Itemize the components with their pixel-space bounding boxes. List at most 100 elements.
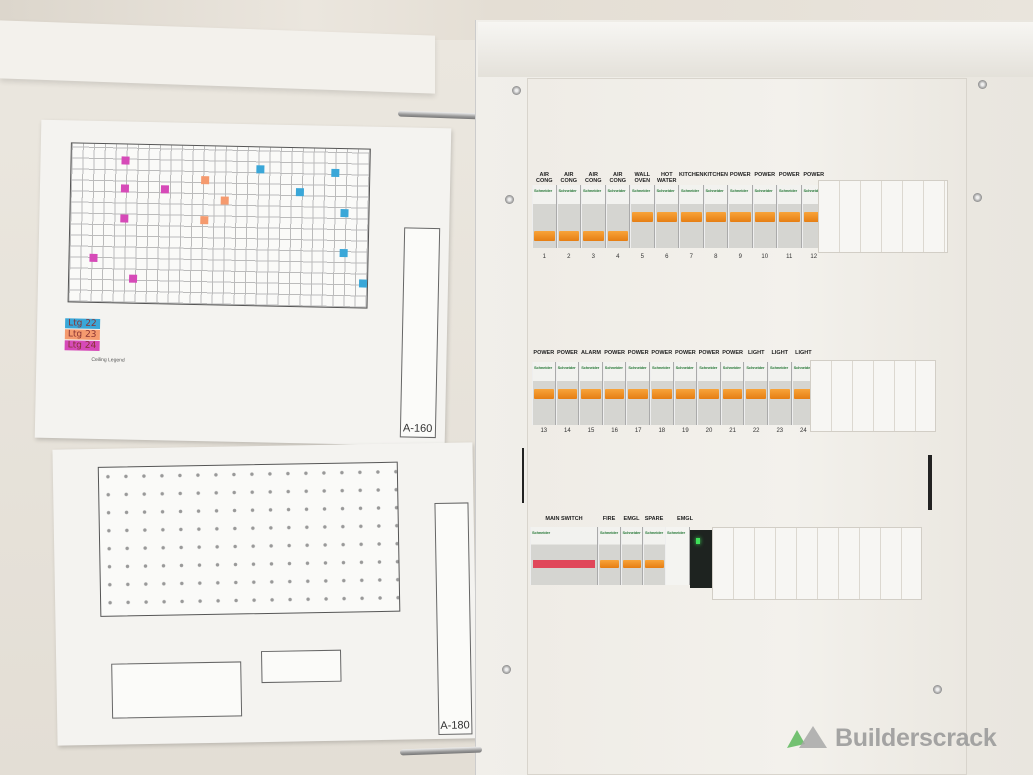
breaker-toggle[interactable] xyxy=(705,212,726,223)
breaker-toggle[interactable] xyxy=(632,212,653,223)
circuit-breaker[interactable]: Schneider xyxy=(605,185,630,248)
circuit-label: POWER xyxy=(729,172,751,178)
circuit-label: POWER xyxy=(722,350,743,356)
circuit-number: 19 xyxy=(682,428,689,434)
circuit-breaker[interactable]: Schneider xyxy=(626,362,650,425)
circuit-breaker[interactable]: Schneider xyxy=(650,362,674,425)
circuit-breaker[interactable]: Schneider xyxy=(630,185,655,248)
circuit-label: AIR CONG xyxy=(609,172,627,184)
main-switch-toggle[interactable] xyxy=(533,560,595,568)
breaker-toggle[interactable] xyxy=(628,389,648,400)
circuit-number: 21 xyxy=(729,428,736,434)
handwritten-note: Ltg 23 xyxy=(64,329,100,341)
circuit-breaker[interactable]: Schneider xyxy=(579,362,603,425)
circuit-breaker[interactable]: Schneider xyxy=(703,185,728,248)
circuit-breaker[interactable]: Schneider xyxy=(581,185,606,248)
brand-logo: Schneider xyxy=(675,365,694,370)
circuit-breaker[interactable]: Schneider xyxy=(744,362,768,425)
floor-plan xyxy=(97,461,401,617)
lighting-plan-sheet: A-180 xyxy=(52,442,478,746)
breaker-toggle[interactable] xyxy=(534,389,554,400)
cover-slot xyxy=(928,455,932,510)
circuit-label: POWER xyxy=(651,350,673,356)
circuit-number: 8 xyxy=(714,254,718,260)
circuit-label: LIGHT xyxy=(747,350,765,356)
brand-logo: Schneider xyxy=(534,365,552,370)
breaker-toggle[interactable] xyxy=(622,560,641,568)
breaker-toggle[interactable] xyxy=(600,560,619,568)
brand-logo: Schneider xyxy=(754,188,773,193)
brand-logo: Schneider xyxy=(583,188,601,193)
circuit-label: LIGHT xyxy=(771,350,789,356)
circuit-label: POWER xyxy=(803,172,825,178)
circuit-breaker[interactable]: Schneider xyxy=(620,527,643,585)
brand-logo: Schneider xyxy=(558,188,577,193)
breaker-toggle[interactable] xyxy=(770,389,790,400)
notes-box xyxy=(260,649,342,684)
brand-logo: Schneider xyxy=(534,188,552,193)
circuit-breaker[interactable]: Schneider xyxy=(532,185,557,248)
circuit-breaker[interactable]: Schneider xyxy=(556,185,581,248)
breaker-toggle[interactable] xyxy=(557,389,578,400)
circuit-breaker[interactable]: Schneider xyxy=(598,527,621,585)
circuit-breaker[interactable]: Schneider xyxy=(777,185,802,248)
circuit-breaker[interactable]: Schneider xyxy=(555,362,580,425)
drawing-number: A-160 xyxy=(402,422,433,435)
title-block: A-180 xyxy=(434,502,473,735)
breaker-toggle[interactable] xyxy=(754,212,775,223)
ceiling-grid-plan xyxy=(67,142,371,309)
breaker-toggle[interactable] xyxy=(699,389,719,400)
circuit-number: 11 xyxy=(786,254,793,260)
breaker-toggle[interactable] xyxy=(793,389,814,400)
circuit-breaker[interactable]: Schneider xyxy=(768,362,792,425)
circuit-label: POWER xyxy=(604,350,625,356)
breaker-toggle[interactable] xyxy=(675,389,696,400)
breaker-toggle[interactable] xyxy=(581,389,601,400)
circuit-breaker[interactable]: Schneider xyxy=(673,362,698,425)
breaker-toggle[interactable] xyxy=(607,231,628,241)
blank-cover-plate xyxy=(810,360,936,432)
circuit-label: POWER xyxy=(675,350,696,356)
circuit-breaker[interactable]: Schneider xyxy=(679,185,704,248)
circuit-breaker[interactable]: Schneider xyxy=(602,362,627,425)
breaker-toggle[interactable] xyxy=(656,212,677,223)
brand-logo: Schneider xyxy=(746,365,765,370)
circuit-breaker[interactable]: Schneider xyxy=(728,185,753,248)
brand-logo: Schneider xyxy=(681,188,699,193)
circuit-breaker[interactable]: Schneider xyxy=(643,527,666,585)
circuit-breaker[interactable]: Schneider xyxy=(752,185,777,248)
enclosure-top xyxy=(478,22,1033,77)
circuit-breaker[interactable]: Schneider xyxy=(720,362,745,425)
breaker-toggle[interactable] xyxy=(681,212,702,223)
brand-logo: Schneider xyxy=(600,530,618,535)
breaker-toggle[interactable] xyxy=(730,212,751,223)
circuit-number: 15 xyxy=(587,428,595,434)
title-block: A-160 xyxy=(399,227,441,439)
emergency-light-module[interactable]: Schneider xyxy=(665,527,690,585)
circuit-breaker[interactable]: Schneider xyxy=(654,185,679,248)
brand-logo: Schneider xyxy=(557,365,576,370)
blank-cover-plate xyxy=(818,180,948,253)
breaker-toggle[interactable] xyxy=(722,389,743,400)
circuit-number: 13 xyxy=(540,428,548,434)
breaker-toggle[interactable] xyxy=(558,231,579,241)
brand-logo: Schneider xyxy=(779,188,797,193)
breaker-toggle[interactable] xyxy=(534,231,555,241)
brand-logo: Schneider xyxy=(652,365,670,370)
circuit-breaker[interactable]: Schneider xyxy=(697,362,721,425)
breaker-toggle[interactable] xyxy=(652,389,672,400)
screw xyxy=(502,665,511,674)
breaker-toggle[interactable] xyxy=(645,560,664,568)
circuit-label: POWER xyxy=(754,172,776,178)
circuit-breaker[interactable]: Schneider xyxy=(532,362,556,425)
circuit-label: AIR CONG xyxy=(560,172,578,184)
breaker-toggle[interactable] xyxy=(604,389,625,400)
breaker-toggle[interactable] xyxy=(746,389,766,400)
main-switch[interactable]: Schneider xyxy=(530,527,598,585)
circuit-label: LIGHT xyxy=(795,350,812,356)
circuit-number: 5 xyxy=(640,254,644,260)
ceiling-plan-sheet: Ltg 22 Ltg 23 Ltg 24 Ceiling Legend A-16… xyxy=(34,119,452,447)
breaker-toggle[interactable] xyxy=(803,212,824,223)
breaker-toggle[interactable] xyxy=(583,231,604,241)
breaker-toggle[interactable] xyxy=(779,212,800,223)
